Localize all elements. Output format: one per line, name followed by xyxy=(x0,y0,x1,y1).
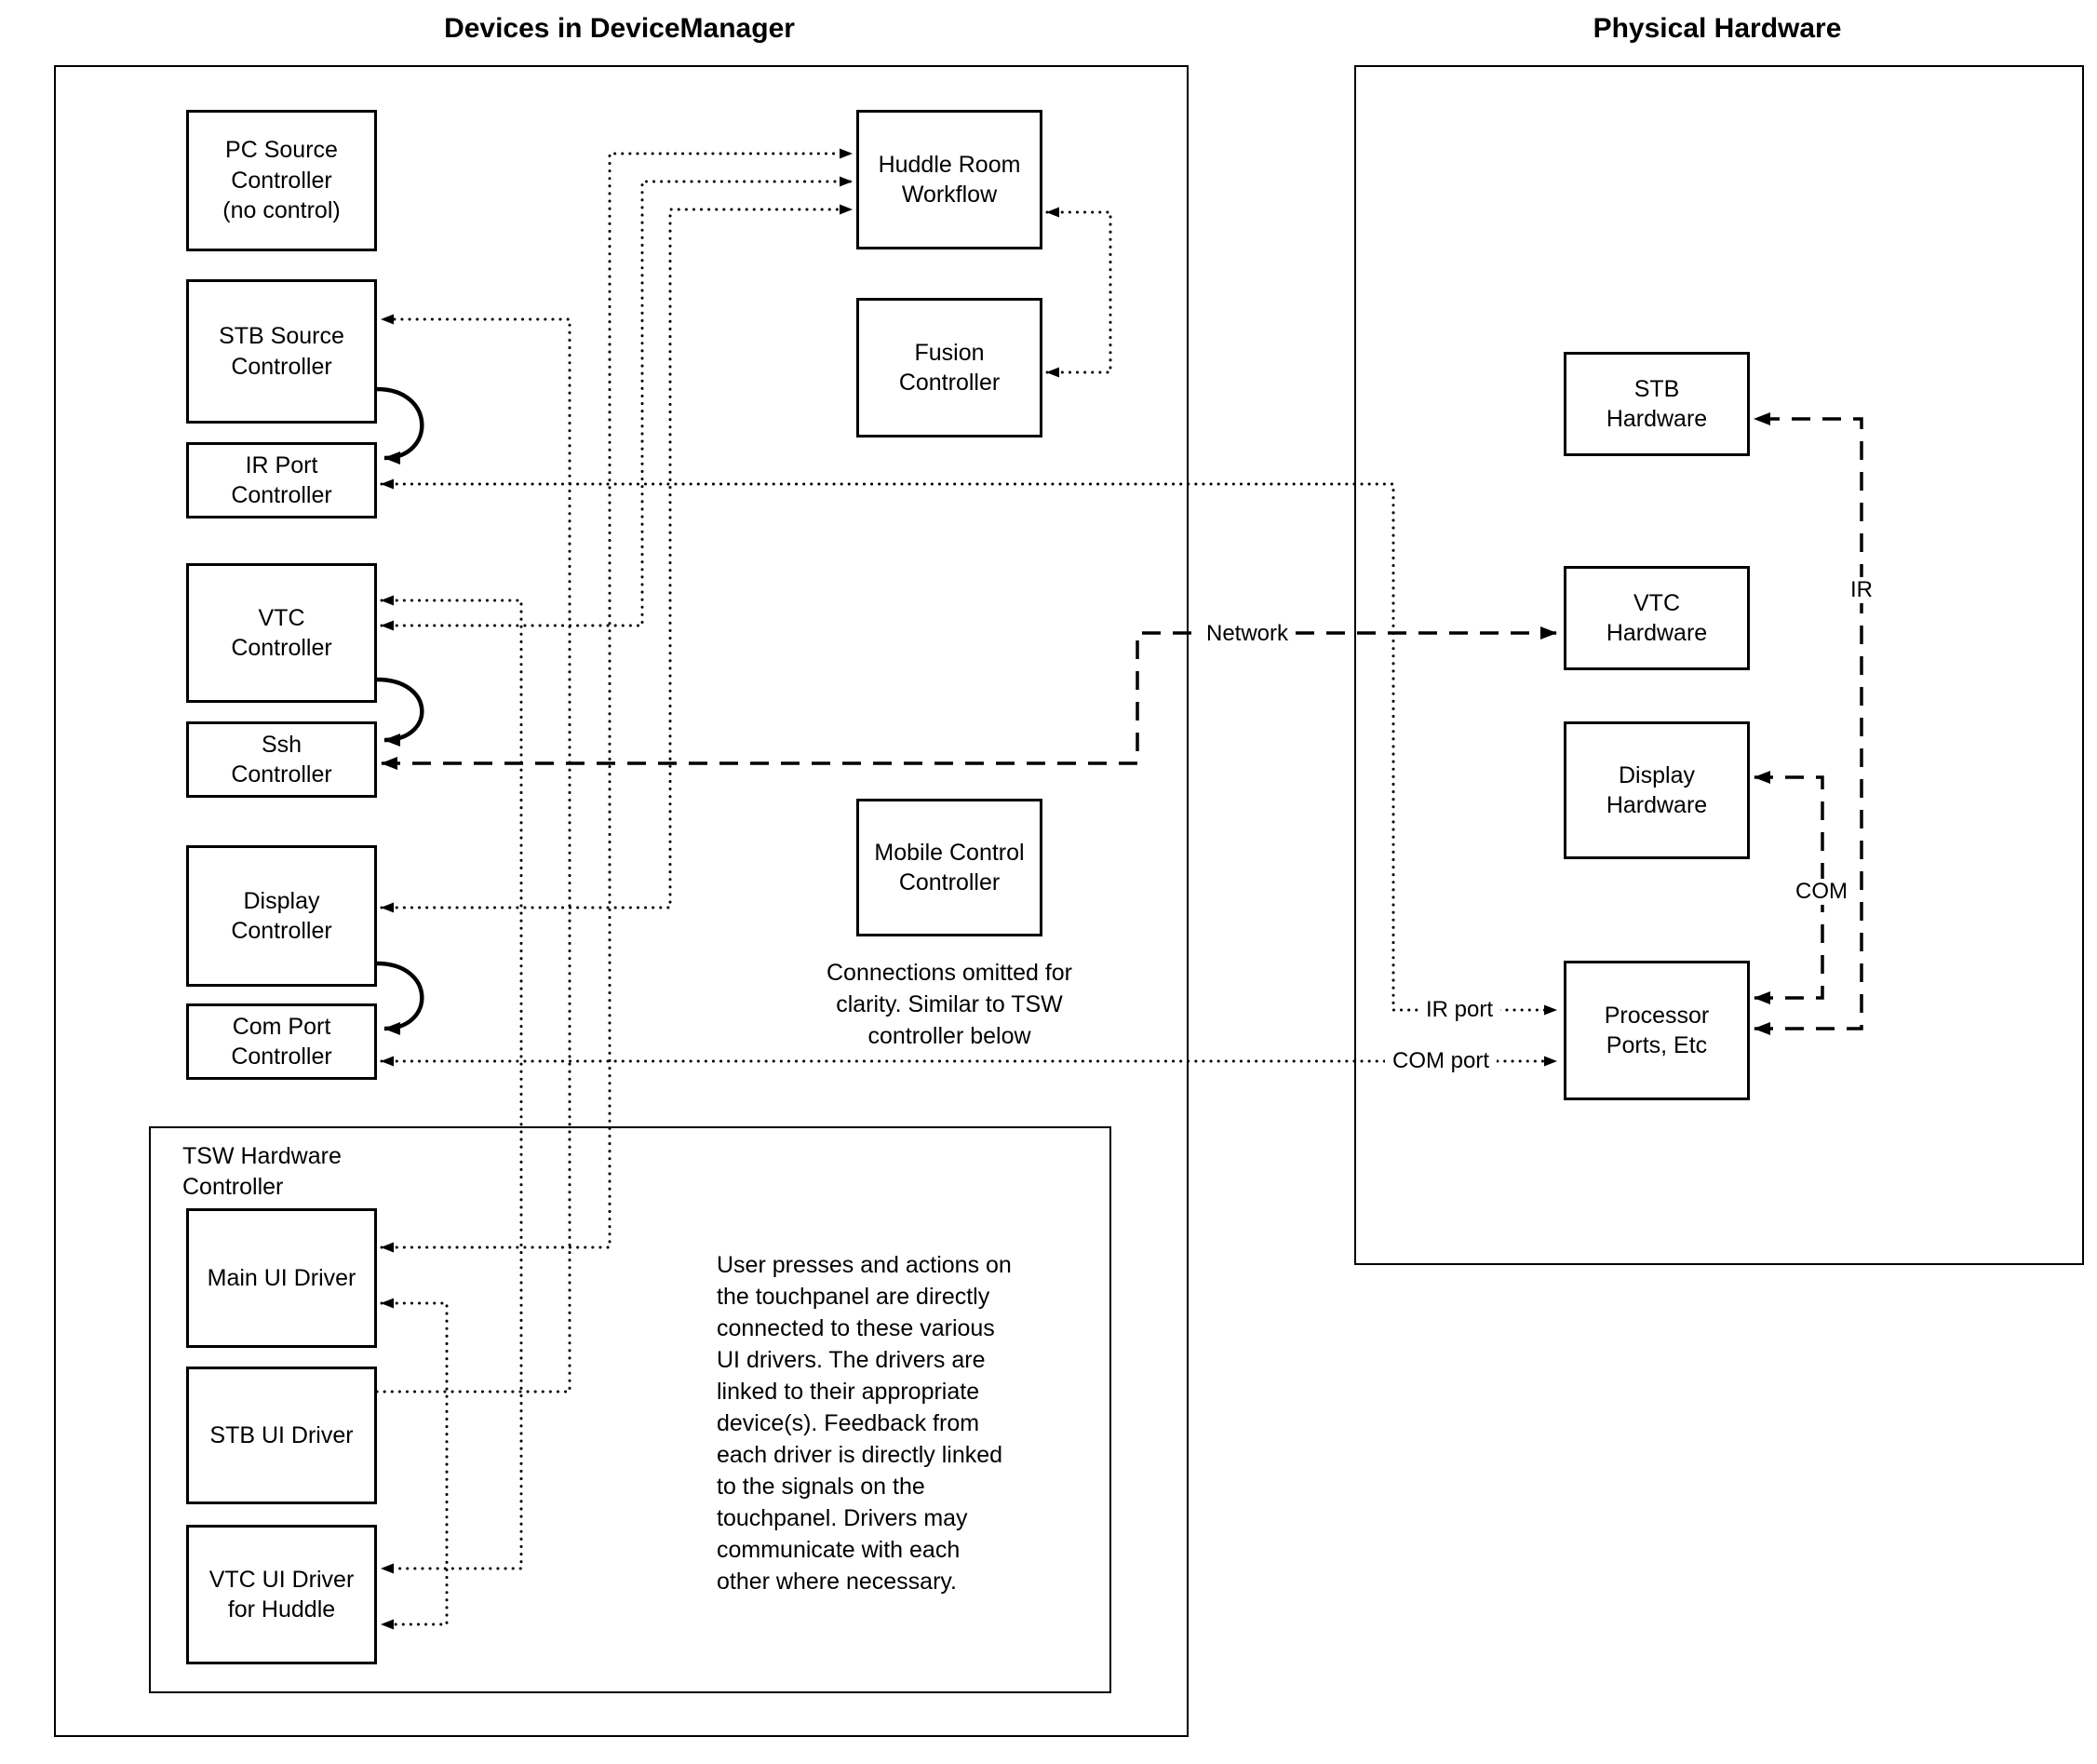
node-stb-source-controller: STB Source Controller xyxy=(186,279,377,424)
node-display-controller: Display Controller xyxy=(186,845,377,987)
edge-network-ssh-vtchw xyxy=(381,626,1557,770)
node-display-hardware: Display Hardware xyxy=(1564,721,1750,859)
node-huddle-room-workflow: Huddle Room Workflow xyxy=(856,110,1042,249)
node-mobile-control-controller: Mobile Control Controller xyxy=(856,799,1042,936)
device-manager-container xyxy=(54,65,1189,1737)
node-stb-hardware: STB Hardware xyxy=(1564,352,1750,456)
ir-port-edge-label: IR port xyxy=(1418,997,1501,1023)
link-vtc-ssh xyxy=(376,677,424,747)
physical-hardware-title: Physical Hardware xyxy=(1593,13,1842,44)
com-port-edge-label: COM port xyxy=(1384,1048,1498,1074)
node-pc-source-controller: PC Source Controller (no control) xyxy=(186,110,377,251)
physical-hardware-container xyxy=(1354,65,2084,1265)
node-main-ui-driver: Main UI Driver xyxy=(186,1208,377,1348)
node-ir-port-controller: IR Port Controller xyxy=(186,442,377,518)
link-stbsource-irport xyxy=(376,386,424,465)
edge-hrw-mainui xyxy=(380,148,854,1253)
tsw-hardware-controller-label: TSW Hardware Controller xyxy=(182,1143,342,1200)
com-edge-label: COM xyxy=(1788,879,1855,905)
node-vtc-ui-driver: VTC UI Driver for Huddle xyxy=(186,1525,377,1664)
edge-com-processor-displayhw xyxy=(1754,771,1824,1004)
ir-edge-label: IR xyxy=(1843,577,1880,603)
link-display-comport xyxy=(376,961,424,1035)
edge-ir-processor-stbhw xyxy=(1754,412,1863,1035)
edge-vtc-vtcui xyxy=(380,595,523,1574)
edge-hrw-fusion xyxy=(1045,207,1112,378)
node-vtc-controller: VTC Controller xyxy=(186,563,377,703)
node-ssh-controller: Ssh Controller xyxy=(186,721,377,798)
node-stb-ui-driver: STB UI Driver xyxy=(186,1367,377,1504)
tsw-hardware-controller-container xyxy=(149,1126,1111,1693)
network-edge-label: Network xyxy=(1198,621,1297,647)
node-com-port-controller: Com Port Controller xyxy=(186,1003,377,1080)
mobile-control-note: Connections omitted for clarity. Similar… xyxy=(826,960,1073,1049)
node-fusion-controller: Fusion Controller xyxy=(856,298,1042,438)
node-vtc-hardware: VTC Hardware xyxy=(1564,566,1750,670)
node-processor-ports: Processor Ports, Etc xyxy=(1564,961,1750,1100)
tsw-description-note: User presses and actions on the touchpan… xyxy=(717,1252,1012,1595)
edge-mainui-vtcui xyxy=(380,1298,449,1630)
device-manager-title: Devices in DeviceManager xyxy=(444,13,795,44)
